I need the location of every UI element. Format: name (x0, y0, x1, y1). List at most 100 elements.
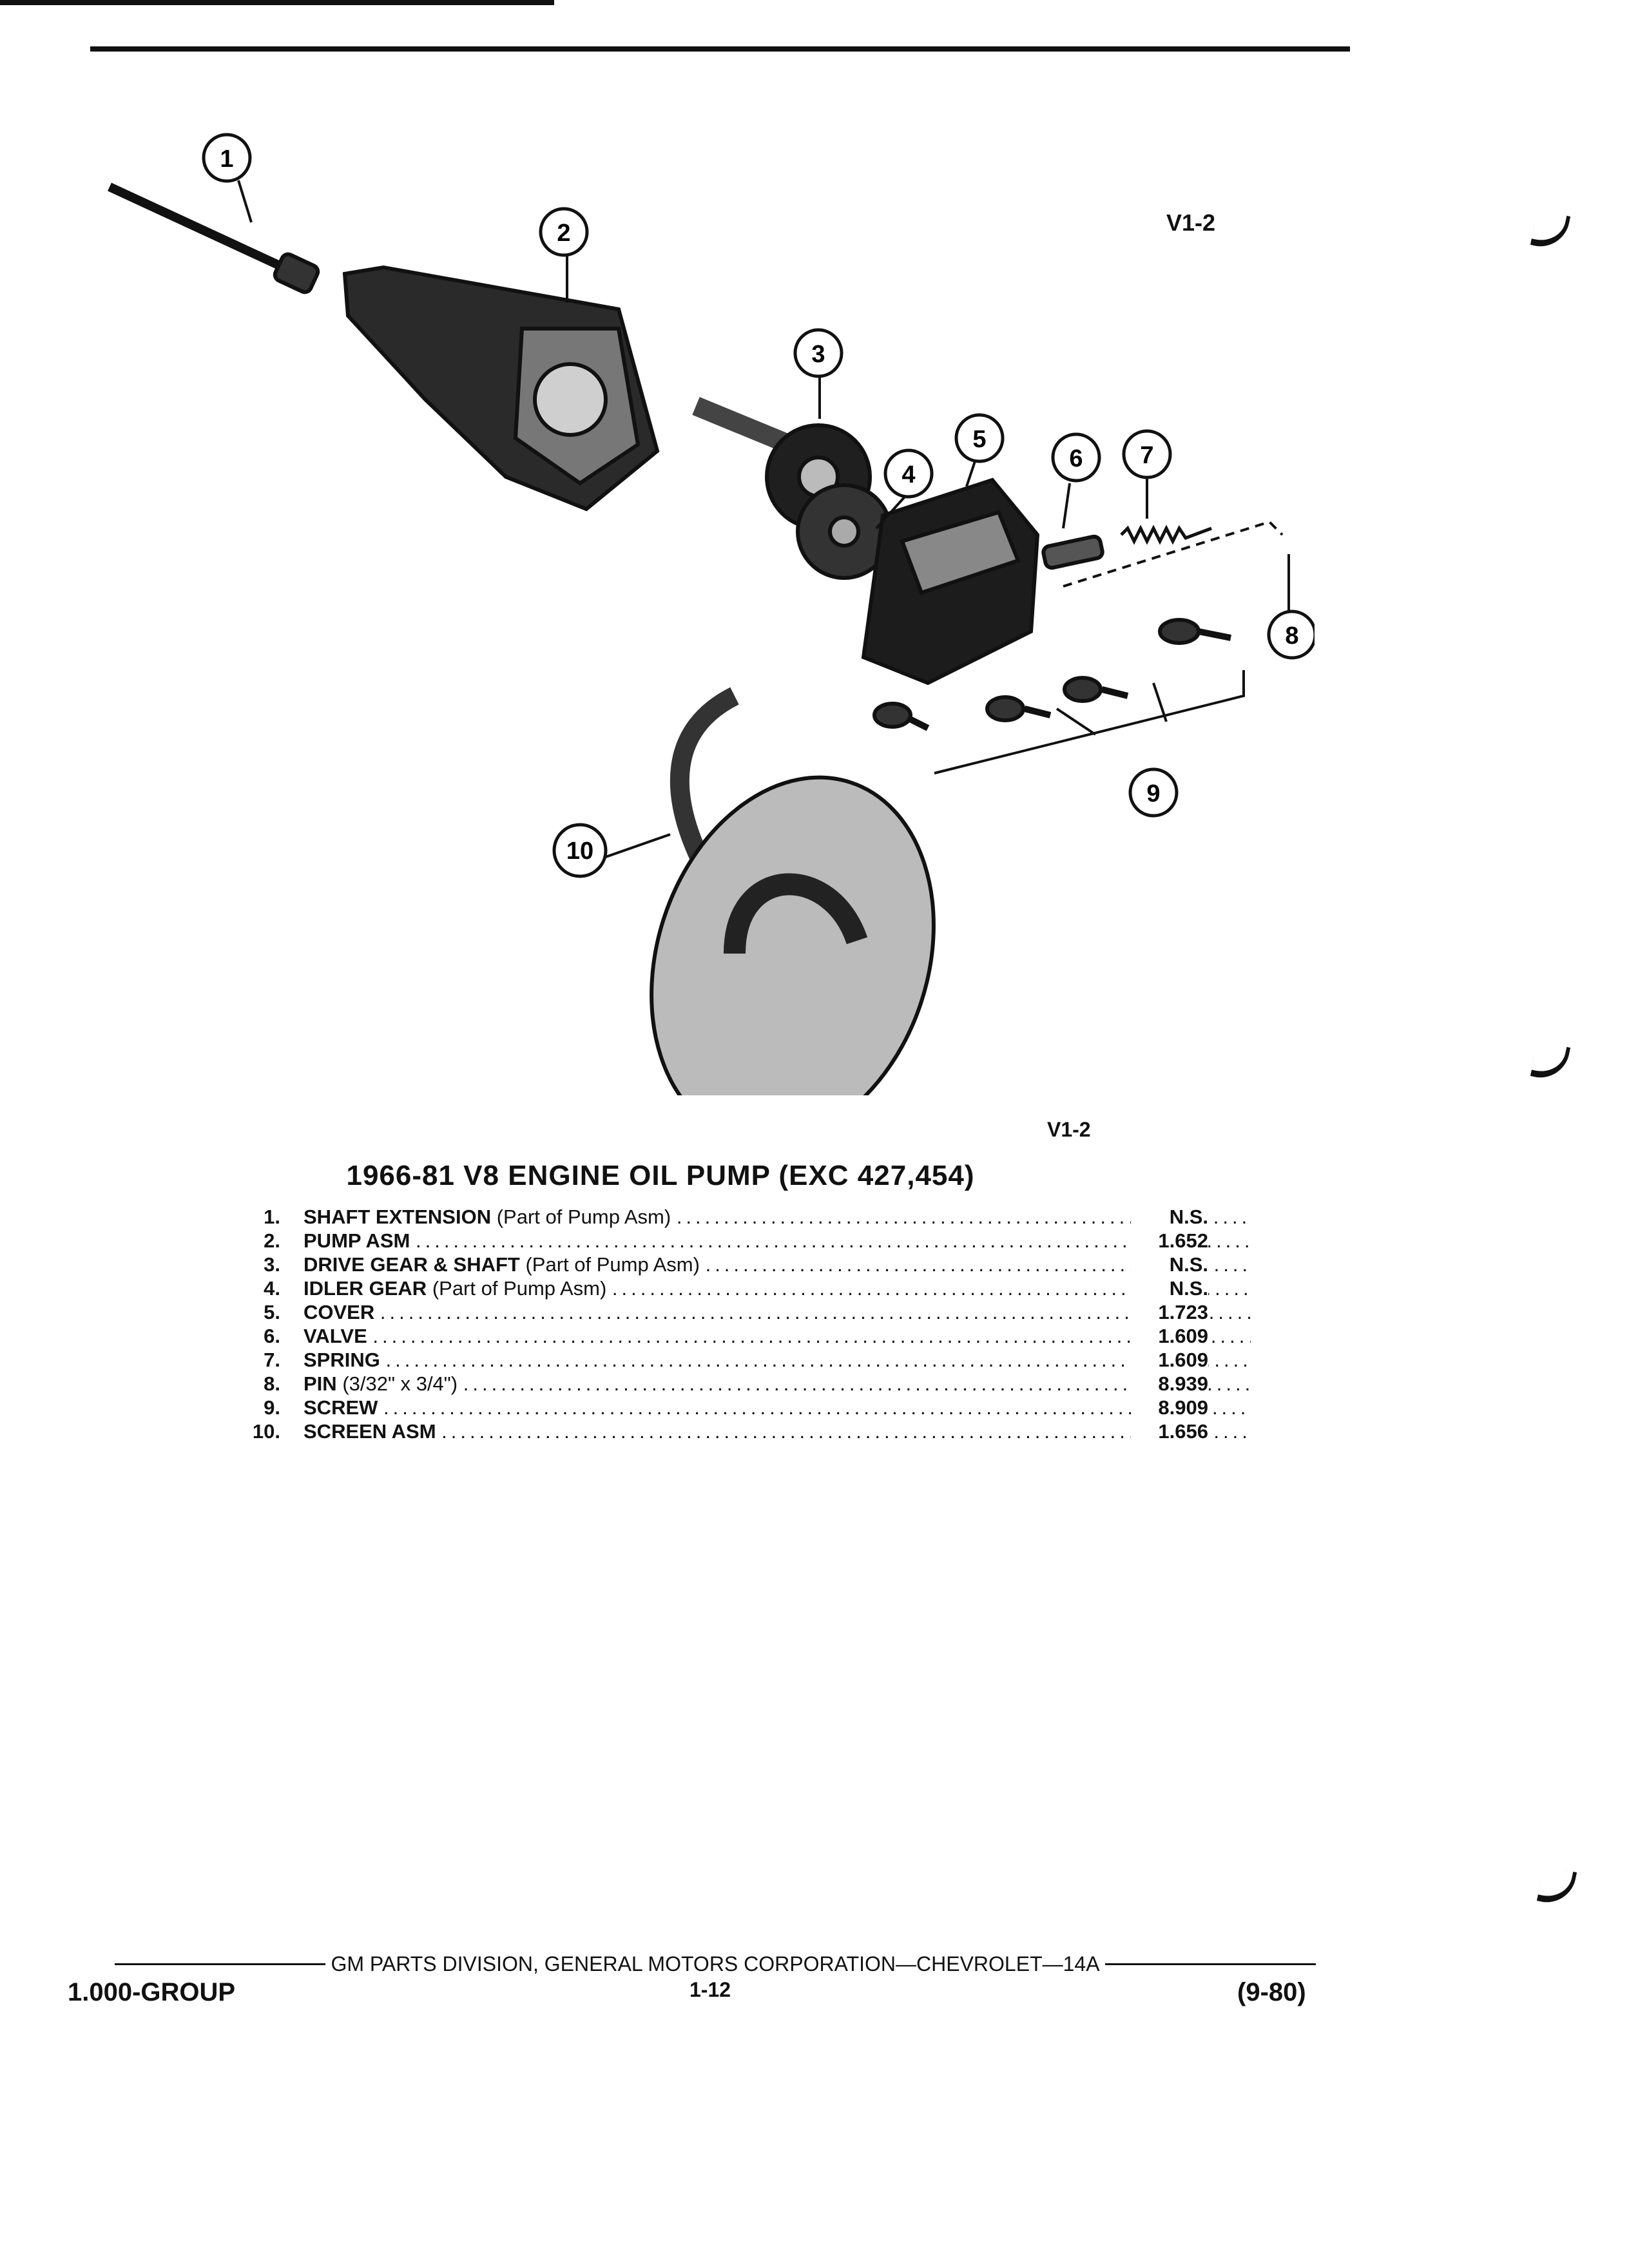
parts-list-row: 4. IDLER GEAR (Part of Pump Asm) ........… (242, 1276, 1251, 1300)
shaft-extension-part (108, 182, 320, 294)
parts-list-row: 1. SHAFT EXTENSION (Part of Pump Asm) ...… (242, 1205, 1251, 1229)
part-value: N.S. (1131, 1205, 1208, 1229)
header-rule (90, 46, 1350, 52)
binder-hole-mark (1530, 1041, 1571, 1083)
part-name: SPRING .................................… (304, 1348, 1251, 1372)
part-name: PIN (3/32" x 3/4") .....................… (304, 1372, 1251, 1396)
screw-parts (872, 618, 1231, 731)
parts-list-row: 8. PIN (3/32" x 3/4") ...................… (242, 1372, 1251, 1396)
callout-4: 4 (883, 448, 934, 499)
part-name-text: COVER (304, 1301, 375, 1323)
part-number: 9. (264, 1396, 280, 1419)
part-name: SCREEN ASM .............................… (304, 1419, 1251, 1443)
part-number: 5. (264, 1301, 280, 1323)
svg-text:8: 8 (1285, 622, 1298, 649)
part-note: (3/32" x 3/4") (342, 1372, 458, 1395)
part-value: N.S. (1131, 1253, 1208, 1276)
part-value: 1.652 (1131, 1229, 1208, 1253)
part-value: 1.723 (1131, 1300, 1208, 1324)
parts-list-title: 1966-81 V8 ENGINE OIL PUMP (EXC 427,454) (346, 1160, 975, 1191)
top-edge-rule (0, 0, 554, 5)
part-name-text: SPRING (304, 1349, 380, 1371)
part-name-text: IDLER GEAR (304, 1277, 427, 1300)
callout-2: 2 (539, 207, 589, 257)
part-number: 6. (264, 1325, 280, 1347)
part-note: (Part of Pump Asm) (496, 1206, 671, 1228)
part-name-text: SCREEN ASM (304, 1420, 436, 1443)
part-number: 8. (264, 1372, 280, 1395)
part-number: 1. (264, 1206, 280, 1228)
dot-leader: ........................................… (441, 1420, 1251, 1443)
part-name: SCREW ..................................… (304, 1396, 1251, 1419)
dot-leader: ........................................… (380, 1301, 1251, 1323)
part-name: COVER ..................................… (304, 1300, 1251, 1324)
part-name-text: VALVE (304, 1325, 367, 1347)
svg-text:6: 6 (1069, 445, 1083, 472)
parts-list-row: 10. SCREEN ASM ..........................… (242, 1419, 1251, 1443)
binder-hole-mark (1530, 209, 1571, 252)
parts-list-row: 3. DRIVE GEAR & SHAFT (Part of Pump Asm) … (242, 1253, 1251, 1276)
svg-text:2: 2 (557, 220, 570, 247)
idler-gear-part (796, 483, 892, 580)
callout-7: 7 (1122, 429, 1172, 479)
valve-part (1041, 534, 1104, 570)
spring-part (1120, 524, 1212, 545)
parts-list-row: 9. SCREW ................................… (242, 1396, 1251, 1419)
dot-leader: ........................................… (383, 1396, 1251, 1419)
part-number: 4. (264, 1277, 280, 1300)
dot-leader: ........................................… (415, 1229, 1251, 1252)
svg-text:7: 7 (1140, 442, 1153, 469)
part-number: 7. (264, 1349, 280, 1371)
callout-1: 1 (202, 133, 252, 183)
dot-leader: ........................................… (463, 1372, 1251, 1395)
footer-group: 1.000-GROUP (68, 1978, 236, 2006)
binder-hole-mark (1536, 1865, 1577, 1908)
screen-assembly-part (650, 687, 936, 1095)
figure-code-top: V1-2 (1166, 209, 1216, 236)
footer-division-line: GM PARTS DIVISION, GENERAL MOTORS CORPOR… (110, 1952, 1321, 1976)
callout-9: 9 (1128, 767, 1179, 818)
callout-10: 10 (552, 823, 608, 878)
part-value: 8.939 (1131, 1372, 1208, 1396)
part-name: VALVE ..................................… (304, 1324, 1251, 1348)
figure-code-bottom: V1-2 (1047, 1118, 1091, 1141)
part-note: (Part of Pump Asm) (432, 1277, 607, 1300)
callout-3: 3 (793, 328, 843, 378)
part-value: 8.909 (1131, 1396, 1208, 1419)
svg-text:9: 9 (1146, 780, 1160, 807)
parts-list-row: 5. COVER ................................… (242, 1300, 1251, 1324)
part-name: SHAFT EXTENSION (Part of Pump Asm) .....… (304, 1205, 1251, 1229)
footer-page-number: 1-12 (689, 1978, 731, 2001)
parts-list-row: 7. SPRING ...............................… (242, 1348, 1251, 1372)
callout-8: 8 (1267, 610, 1315, 660)
part-value: N.S. (1131, 1276, 1208, 1300)
part-value: 1.656 (1131, 1419, 1208, 1443)
part-number: 10. (252, 1420, 280, 1443)
parts-list: 1. SHAFT EXTENSION (Part of Pump Asm) ...… (242, 1205, 1251, 1443)
part-number: 3. (264, 1253, 280, 1276)
part-name-text: SHAFT EXTENSION (304, 1206, 492, 1228)
part-name-text: PIN (304, 1372, 337, 1395)
dot-leader: ........................................… (372, 1325, 1251, 1347)
parts-list-row: 2.PUMP ASM .............................… (242, 1229, 1251, 1253)
svg-text:10: 10 (566, 838, 593, 865)
cover-part (861, 477, 1040, 686)
dot-leader: ........................................… (385, 1349, 1251, 1371)
callout-5: 5 (954, 413, 1005, 463)
part-name-text: PUMP ASM (304, 1229, 410, 1252)
footer-date: (9-80) (1237, 1978, 1306, 2006)
part-value: 1.609 (1131, 1348, 1208, 1372)
part-name-text: DRIVE GEAR & SHAFT (304, 1253, 520, 1276)
pump-body-part (342, 265, 660, 512)
part-value: 1.609 (1131, 1324, 1208, 1348)
part-note: (Part of Pump Asm) (525, 1253, 700, 1276)
footer-division: GM PARTS DIVISION, GENERAL MOTORS CORPOR… (331, 1952, 1100, 1975)
svg-text:1: 1 (220, 146, 233, 173)
exploded-view-illustration: 1 2 3 4 5 6 7 8 9 10 (108, 133, 1315, 1095)
svg-text:3: 3 (811, 341, 825, 368)
callout-6: 6 (1051, 432, 1101, 483)
part-name-text: SCREW (304, 1396, 378, 1419)
part-name: DRIVE GEAR & SHAFT (Part of Pump Asm) ..… (304, 1253, 1251, 1276)
part-name: IDLER GEAR (Part of Pump Asm) ..........… (304, 1276, 1251, 1300)
part-name: PUMP ASM ...............................… (304, 1229, 1251, 1253)
